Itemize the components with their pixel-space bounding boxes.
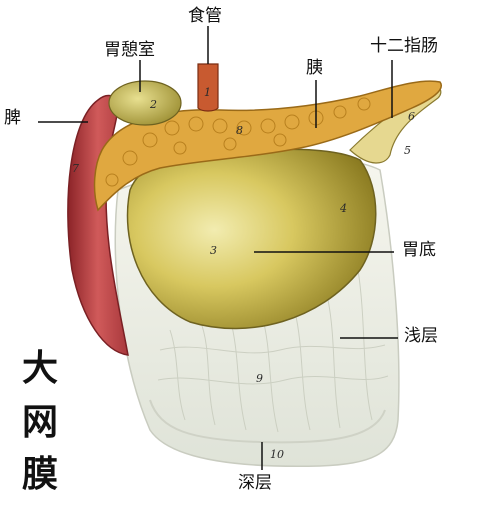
pancreas [93,80,442,212]
number-6: 6 [408,110,415,123]
title-char-2: 网 [22,401,59,443]
label-fundus: 胃底 [402,240,436,260]
label-pancreas: 胰 [306,58,323,78]
number-7: 7 [72,162,79,175]
label-superficial-layer: 浅层 [404,326,438,346]
label-esophagus: 食管 [188,6,222,26]
label-duodenum: 十二指肠 [370,36,438,56]
number-3: 3 [210,244,217,257]
esophagus [197,63,219,112]
pancreas-lobules [105,97,371,187]
omentum-texture [157,269,389,433]
number-5: 5 [404,144,411,157]
leader-lines [38,26,398,470]
number-2: 2 [149,98,157,111]
number-4: 4 [339,202,347,215]
label-gastric-recess: 胃憩室 [104,40,155,60]
omentum-deep-layer [149,399,386,444]
label-deep-layer: 深层 [238,473,272,493]
number-9: 9 [256,372,263,385]
gastric-recess [108,80,182,126]
title-char-1: 大 [22,347,59,389]
number-1: 1 [204,86,211,99]
number-8: 8 [236,124,243,137]
title-char-3: 膜 [22,453,59,495]
number-10: 10 [270,448,284,461]
label-spleen: 脾 [4,108,21,128]
